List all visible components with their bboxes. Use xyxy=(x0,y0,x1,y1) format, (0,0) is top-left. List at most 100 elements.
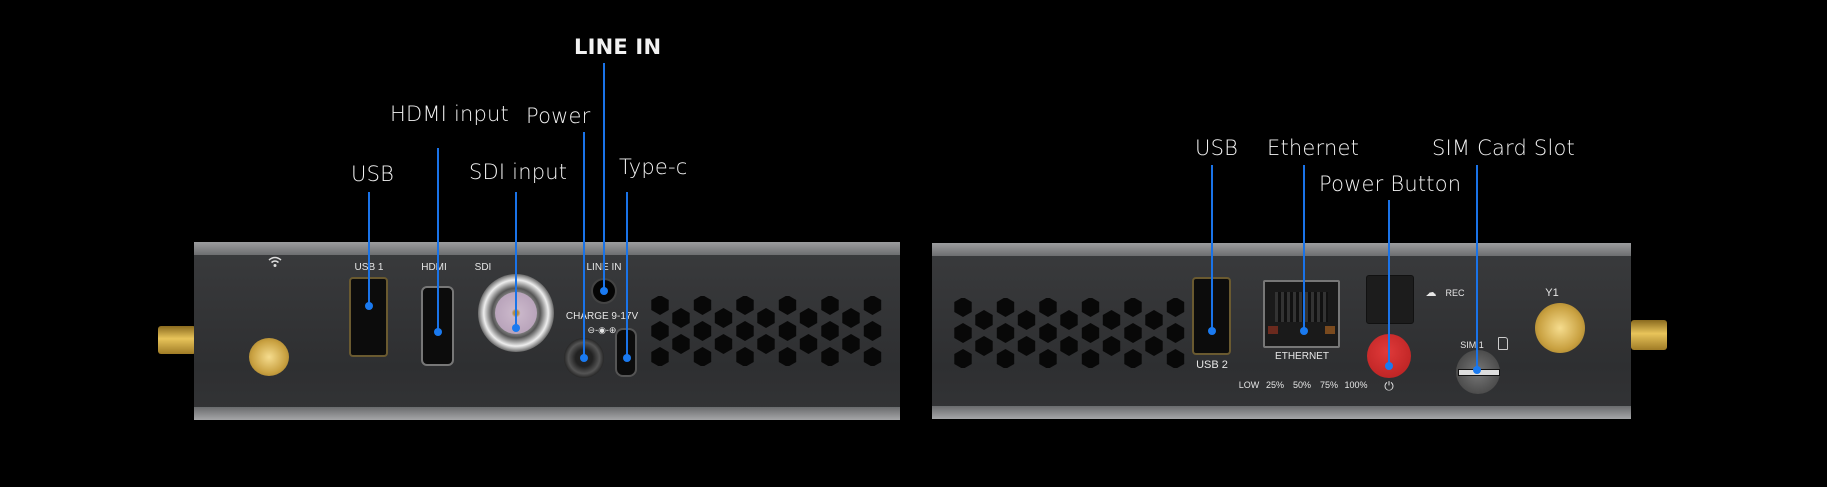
vent-hole xyxy=(672,308,690,328)
hdmi-label: HDMI xyxy=(421,262,447,273)
vent-hole xyxy=(842,334,860,354)
right-antenna-connector xyxy=(1631,320,1667,350)
antenna-icon: Y1 xyxy=(1545,287,1559,299)
usb1-port[interactable] xyxy=(349,277,388,357)
vent-hole xyxy=(954,349,972,368)
callout-usb-right: USB xyxy=(1195,136,1239,160)
vent-hole xyxy=(863,321,882,341)
cloud-upload-icon: ☁ xyxy=(1425,287,1437,299)
vent-hole xyxy=(1039,349,1057,368)
vent-hole xyxy=(693,347,712,366)
battery-level-low: LOW xyxy=(1238,380,1260,390)
vent-hole xyxy=(1017,336,1036,356)
vent-hole xyxy=(736,347,754,366)
left-vent-grid xyxy=(651,296,882,366)
wifi-antenna-mount xyxy=(249,338,289,376)
callout-dot-usb-right xyxy=(1208,327,1216,335)
ethernet-label: ETHERNET xyxy=(1275,351,1329,362)
vent-hole xyxy=(842,308,860,328)
vent-hole xyxy=(975,310,993,330)
vent-hole xyxy=(693,321,712,341)
top-rail xyxy=(932,243,1631,256)
callout-dot-line-in xyxy=(600,287,608,295)
callout-dot-usb xyxy=(365,302,373,310)
callout-line-sdi xyxy=(515,192,517,328)
vent-hole xyxy=(975,336,993,356)
callout-ethernet: Ethernet xyxy=(1267,136,1360,160)
ethernet-led-left xyxy=(1268,326,1278,334)
vent-hole xyxy=(1124,323,1142,343)
vent-hole xyxy=(1102,310,1121,330)
callout-line-line-in xyxy=(603,63,605,291)
vent-hole xyxy=(778,296,797,315)
vent-hole xyxy=(863,347,882,366)
callout-dot-hdmi xyxy=(434,328,442,336)
top-rail xyxy=(194,242,900,255)
vent-hole xyxy=(778,347,797,366)
polarity-symbol: ⊖-◉-⊕ xyxy=(587,325,617,335)
vent-hole xyxy=(1081,323,1100,343)
left-antenna-connector xyxy=(158,326,196,354)
vent-hole xyxy=(1102,336,1121,356)
vent-hole xyxy=(821,321,839,341)
callout-line-power-button xyxy=(1388,200,1390,366)
vent-hole xyxy=(1081,298,1100,317)
vent-hole xyxy=(821,296,839,315)
vent-hole xyxy=(1039,298,1057,317)
charge-label: CHARGE 9-17V xyxy=(565,311,639,322)
vent-hole xyxy=(799,334,818,354)
callout-line-power xyxy=(583,132,585,358)
vent-hole xyxy=(714,334,733,354)
vent-hole xyxy=(1060,336,1078,356)
ethernet-led-right xyxy=(1325,326,1335,334)
callout-type-c: Type-c xyxy=(619,155,688,179)
vent-hole xyxy=(996,298,1015,317)
battery-level-50: 50% xyxy=(1292,380,1312,390)
callout-power: Power xyxy=(526,104,591,128)
vent-hole xyxy=(1145,336,1163,356)
vent-hole xyxy=(736,296,754,315)
sim-card-icon xyxy=(1498,337,1508,350)
left-device-panel: USB 1 HDMI SDI LINE IN CHARGE 9-17V ⊖-◉-… xyxy=(194,242,900,420)
callout-sdi-input: SDI input xyxy=(469,160,568,184)
vent-hole xyxy=(821,347,839,366)
callout-line-hdmi xyxy=(437,148,439,332)
callout-sim-card-slot: SIM Card Slot xyxy=(1432,136,1575,160)
vent-hole xyxy=(1124,349,1142,368)
right-vent-grid xyxy=(954,298,1185,368)
power-icon: ⏻ xyxy=(1384,379,1394,393)
callout-line-in: LINE IN xyxy=(574,35,662,59)
vent-hole xyxy=(672,334,690,354)
callout-power-button: Power Button xyxy=(1319,172,1462,196)
square-button[interactable] xyxy=(1366,275,1414,324)
antenna-mount xyxy=(1535,303,1585,353)
wifi-icon xyxy=(268,256,282,267)
callout-dot-ethernet xyxy=(1300,327,1308,335)
battery-level-25: 25% xyxy=(1265,380,1285,390)
vent-hole xyxy=(757,334,775,354)
vent-hole xyxy=(996,349,1015,368)
vent-hole xyxy=(1081,349,1100,368)
vent-hole xyxy=(799,308,818,328)
vent-hole xyxy=(1166,323,1185,343)
callout-dot-type-c xyxy=(623,354,631,362)
battery-level-75: 75% xyxy=(1319,380,1339,390)
vent-hole xyxy=(1039,323,1057,343)
vent-hole xyxy=(778,321,797,341)
callout-line-ethernet xyxy=(1303,165,1305,331)
vent-hole xyxy=(954,298,972,317)
bottom-rail xyxy=(194,407,900,420)
vent-hole xyxy=(693,296,712,315)
vent-hole xyxy=(1166,298,1185,317)
vent-hole xyxy=(736,321,754,341)
sim1-label: SIM 1 xyxy=(1460,340,1484,350)
callout-dot-sim xyxy=(1473,366,1481,374)
vent-hole xyxy=(714,308,733,328)
callout-dot-power xyxy=(580,354,588,362)
vent-hole xyxy=(651,321,669,341)
vent-hole xyxy=(863,296,882,315)
ethernet-port[interactable] xyxy=(1263,280,1340,348)
ethernet-contacts xyxy=(1275,292,1328,322)
vent-hole xyxy=(1166,349,1185,368)
right-device-panel: USB 2 ETHERNET LOW 25% 50% 75% 100% ⏻ ☁ … xyxy=(932,243,1631,419)
